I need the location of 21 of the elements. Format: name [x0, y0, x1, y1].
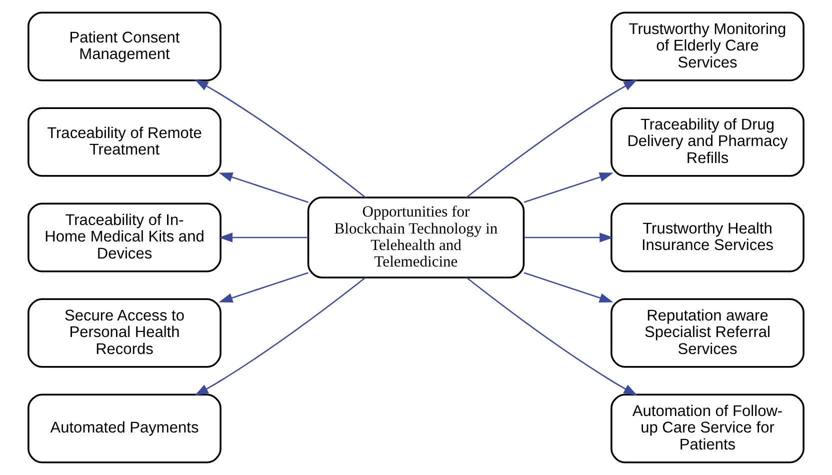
node-box: Secure Access to Personal Health Records — [28, 298, 222, 368]
node-box: Traceability of Remote Treatment — [28, 107, 222, 177]
node-box: Opportunities for Blockchain Technology in Telehealth and Telemedicine — [307, 196, 525, 278]
arrow — [466, 277, 638, 396]
node-box: Reputation aware Specialist Referral Services — [610, 298, 804, 368]
arrow — [524, 272, 614, 303]
node-box: Trustworthy Monitoring of Elderly Care Services — [610, 12, 804, 82]
node-box: Automated Payments — [28, 394, 222, 464]
arrow — [194, 277, 366, 396]
arrow — [466, 79, 638, 198]
node-box: Patient Consent Management — [28, 12, 222, 82]
node-box: Traceability of In-Home Medical Kits and Devices — [28, 202, 222, 272]
arrow — [218, 232, 308, 242]
node-box: Automation of Follow-up Care Service for Patients — [610, 394, 804, 464]
arrow — [524, 232, 614, 242]
arrow — [194, 79, 366, 198]
arrow — [218, 172, 308, 203]
node-box: Traceability of Drug Delivery and Pharmacy Refills — [610, 107, 804, 177]
arrow — [524, 172, 614, 203]
arrow — [218, 272, 308, 302]
node-box: Trustworthy Health Insurance Services — [610, 202, 804, 272]
